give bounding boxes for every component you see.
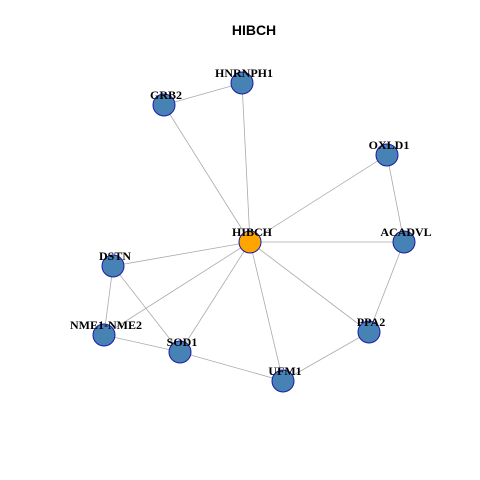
node-label-hnrnph1: HNRNPH1 (215, 66, 273, 80)
node-label-acadvl: ACADVL (380, 225, 431, 239)
node-acadvl (392, 230, 416, 254)
edge-layer (103, 82, 405, 382)
node-label-sod1: SOD1 (167, 335, 198, 349)
node-sod1 (168, 340, 192, 364)
edge-acadvl-ppa2 (368, 241, 405, 333)
edge-hibch-nme1-nme2 (103, 241, 251, 336)
node-label-nme1-nme2: NME1-NME2 (70, 318, 142, 332)
edge-dstn-nme1-nme2 (103, 265, 114, 336)
edge-oxld1-acadvl (386, 154, 405, 243)
edge-sod1-ufm1 (179, 351, 284, 382)
node-hibch (238, 230, 262, 254)
node-dstn (101, 254, 125, 278)
node-label-grb2: GRB2 (150, 88, 182, 102)
node-label-dstn: DSTN (99, 249, 131, 263)
node-ufm1 (271, 369, 295, 393)
node-label-hibch: HIBCH (232, 225, 273, 239)
edge-dstn-sod1 (112, 265, 181, 353)
node-layer (92, 71, 416, 393)
edge-ppa2-ufm1 (282, 331, 370, 382)
node-hnrnph1 (230, 71, 254, 95)
node-grb2 (152, 93, 176, 117)
node-nme1-nme2 (92, 323, 116, 347)
node-label-ufm1: UFM1 (268, 364, 301, 378)
edge-hibch-dstn (112, 241, 251, 267)
edge-grb2-hnrnph1 (163, 82, 243, 106)
edge-hibch-hnrnph1 (241, 82, 251, 243)
edge-hibch-ppa2 (249, 241, 370, 333)
edge-hibch-oxld1 (249, 154, 388, 243)
edge-hibch-grb2 (163, 104, 251, 243)
node-ppa2 (357, 320, 381, 344)
edge-hibch-sod1 (179, 241, 251, 353)
edge-nme1-nme2-sod1 (103, 334, 181, 353)
diagram-title: HIBCH (232, 22, 276, 38)
node-oxld1 (375, 143, 399, 167)
node-label-oxld1: OXLD1 (369, 138, 410, 152)
edge-hibch-ufm1 (249, 241, 284, 382)
node-label-ppa2: PPA2 (357, 315, 385, 329)
